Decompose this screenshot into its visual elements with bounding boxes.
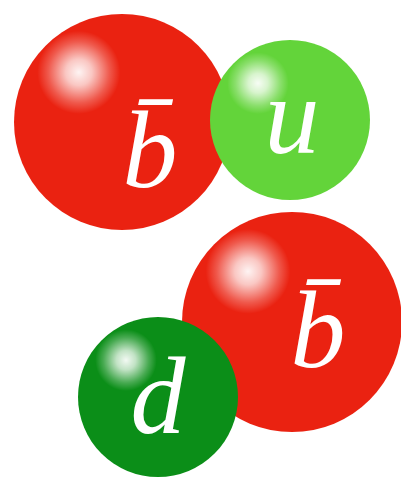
quark-symbol: b̄ [291,275,346,385]
quark-symbol: d [131,341,186,451]
quark-sphere: u [210,40,370,200]
quark-sphere: d [78,317,238,477]
quark-symbol: u [265,61,320,171]
quark-symbol: b̄ [123,95,178,205]
antiquark-sphere: b̄ [14,14,230,230]
